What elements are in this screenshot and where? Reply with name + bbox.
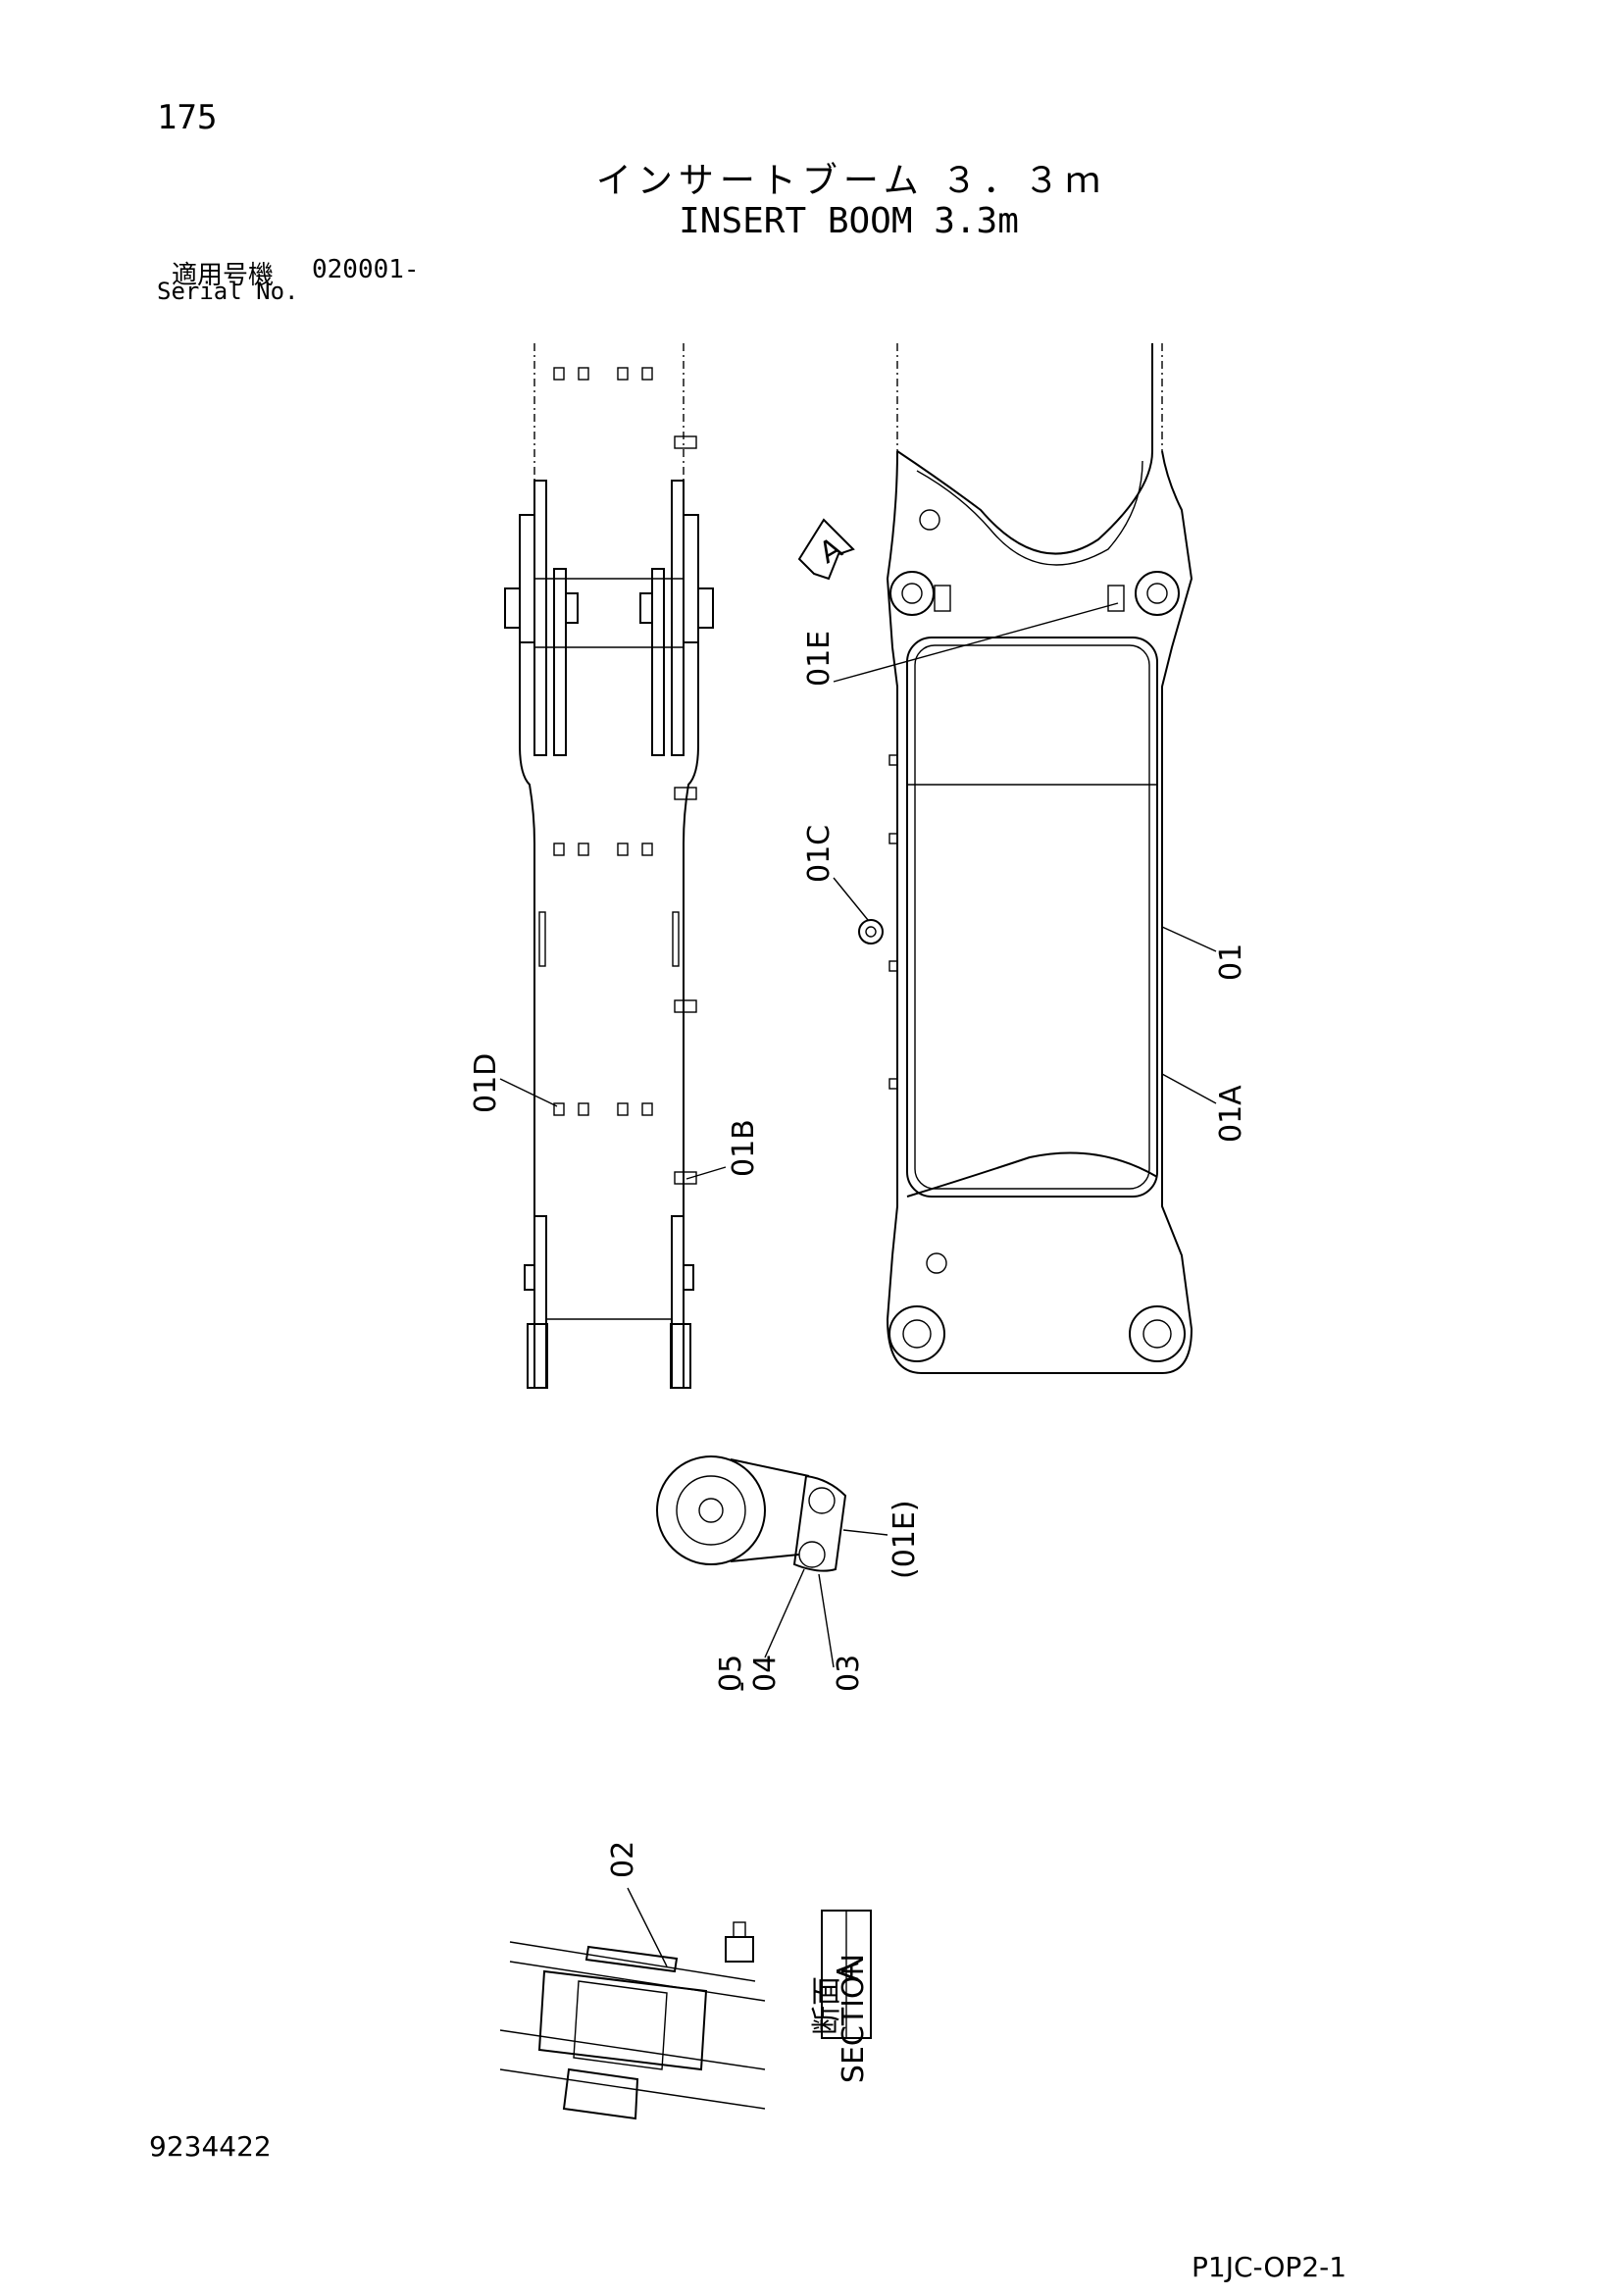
serial-label-english: Serial No.	[157, 278, 299, 305]
section-a-view	[499, 1921, 766, 2120]
view-arrow-a-icon	[797, 518, 855, 581]
leader-lines	[499, 602, 1217, 1967]
callout-02: 02	[606, 1841, 640, 1878]
callout-01b: 01B	[727, 1119, 761, 1177]
callout-05: 05	[714, 1655, 748, 1692]
title-english: INSERT BOOM 3.3m	[679, 201, 1019, 241]
callout-dash: -	[724, 1681, 758, 1692]
boom-top-view	[504, 343, 714, 1389]
callout-01c: 01C	[802, 825, 837, 883]
section-letter: A	[832, 1961, 866, 1981]
section-box: A 断 面 SECTION	[810, 1910, 872, 2083]
section-kanji-2: 面	[810, 1976, 844, 2006]
sheet-code: P1JC-OP2-1	[1192, 2251, 1347, 2283]
boom-side-view: A	[797, 343, 1193, 1374]
callout-01e-detail: (01E)	[888, 1500, 922, 1579]
serial-range: 020001-	[312, 255, 420, 284]
callout-03: 03	[832, 1655, 866, 1692]
callout-01a: 01A	[1214, 1085, 1248, 1143]
callout-01: 01	[1214, 944, 1248, 981]
section-word: SECTION	[837, 1954, 871, 2083]
callout-01d: 01D	[469, 1053, 503, 1113]
callout-04: 04	[748, 1655, 783, 1692]
page-number: 175	[157, 98, 218, 137]
serial-label-japanese: 適用号機	[172, 261, 275, 290]
view-arrow-label: A	[814, 531, 849, 571]
section-kanji-1: 断	[810, 2006, 844, 2035]
callout-01e: 01E	[802, 631, 837, 687]
detail-01e	[656, 1455, 847, 1572]
document-number: 9234422	[149, 2130, 272, 2163]
title-japanese: インサートブーム ３．３ｍ	[595, 161, 1107, 201]
